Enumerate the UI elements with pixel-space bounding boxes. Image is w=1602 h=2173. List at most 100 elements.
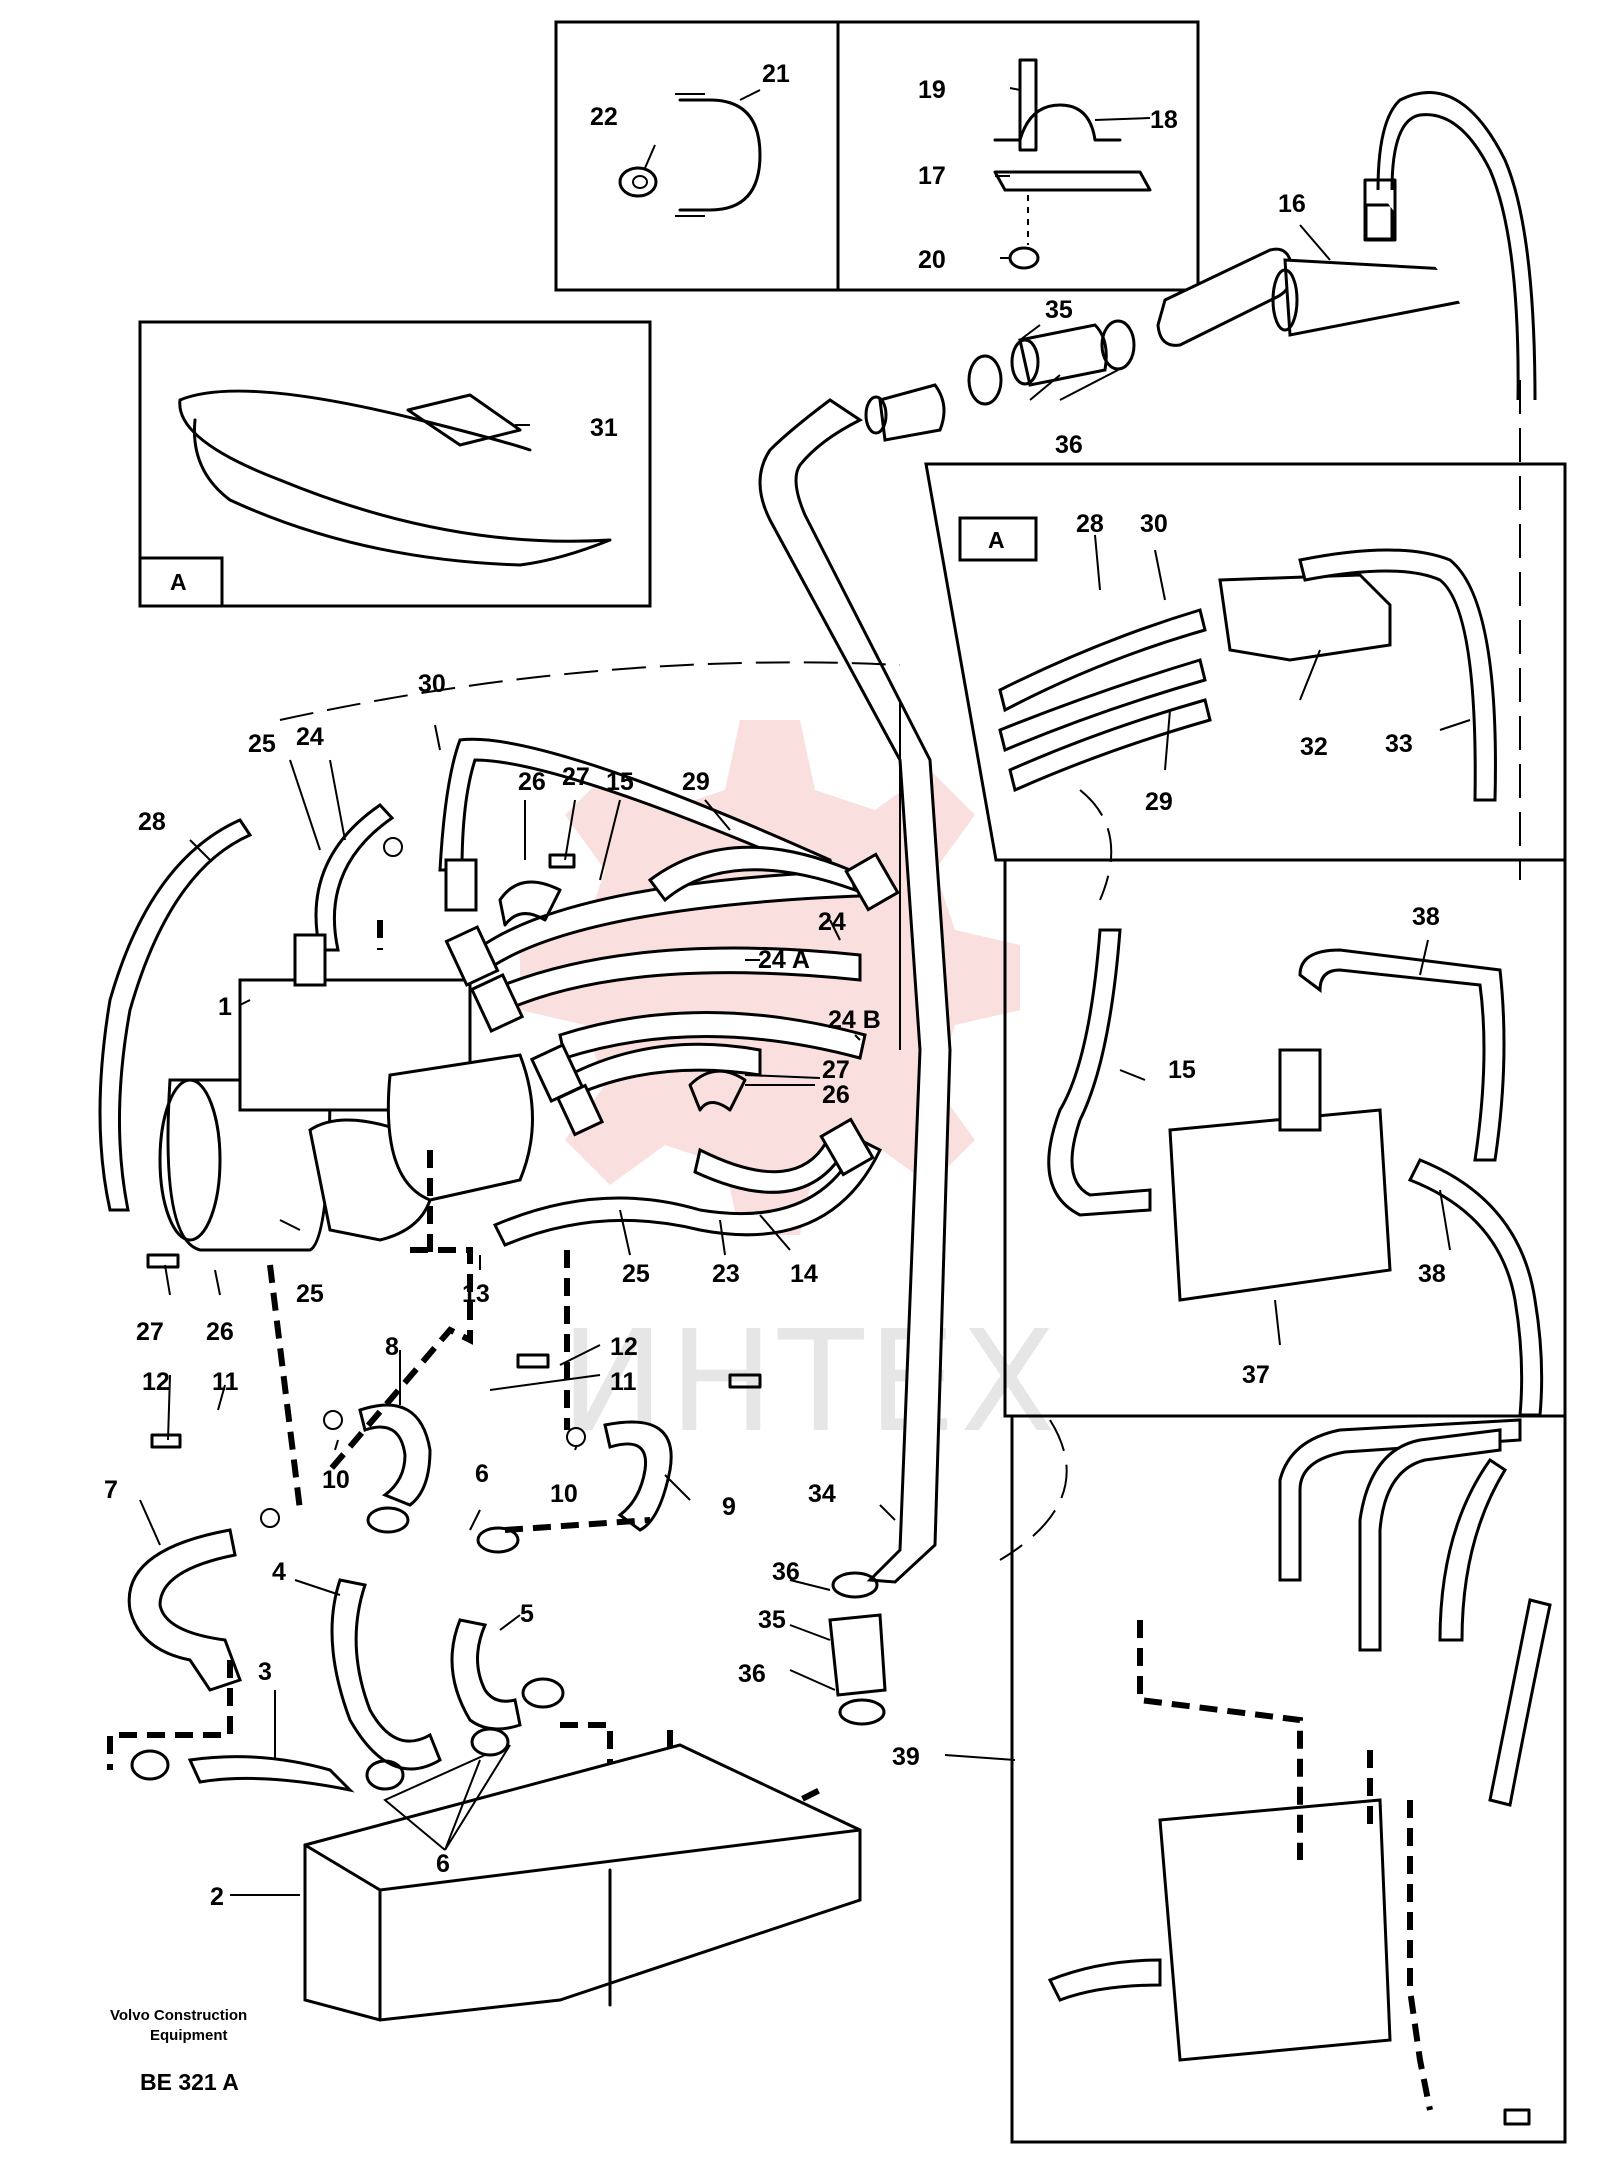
caption: Volvo Construction Equipment BE 321 A (110, 2007, 247, 2095)
inset-top (554, 20, 1200, 292)
label-29-left: 29 (682, 768, 710, 796)
label-9: 9 (722, 1493, 736, 1521)
label-35-top: 35 (1045, 296, 1073, 324)
label-14: 14 (790, 1260, 818, 1288)
label-24-a: 24 (296, 723, 324, 751)
label-39: 39 (892, 1743, 920, 1771)
inset-a: A (138, 320, 652, 608)
label-12-a: 12 (142, 1368, 170, 1396)
label-5: 5 (520, 1600, 534, 1628)
label-30-right: 30 (1140, 510, 1168, 538)
label-38-b: 38 (1418, 1260, 1446, 1288)
label-6-b: 6 (436, 1850, 450, 1878)
label-1: 1 (218, 993, 232, 1021)
label-10-a: 10 (322, 1466, 350, 1494)
label-16: 16 (1278, 190, 1306, 218)
nut-icon (618, 166, 658, 198)
label-26-c: 26 (206, 1318, 234, 1346)
label-32: 32 (1300, 733, 1328, 761)
label-4: 4 (272, 1558, 286, 1586)
bolt-icon (1018, 58, 1038, 152)
label-27-c: 27 (136, 1318, 164, 1346)
label-38-a: 38 (1412, 903, 1440, 931)
nut-icon-2 (1008, 246, 1040, 270)
label-36-low: 36 (738, 1660, 766, 1688)
label-2: 2 (210, 1883, 224, 1911)
ghost-outlines (279, 380, 1521, 1561)
label-11-b: 11 (610, 1368, 637, 1396)
valve-group-32 (998, 548, 1497, 802)
drawing-code: BE 321 A (140, 2069, 239, 2095)
label-22: 22 (590, 103, 618, 131)
pipe-34 (758, 395, 952, 1584)
label-17: 17 (918, 162, 946, 190)
publisher-line-1: Volvo Construction (110, 2007, 247, 2024)
label-6-a: 6 (475, 1460, 489, 1488)
label-35-mid: 35 (758, 1606, 786, 1634)
label-28-right: 28 (1076, 510, 1104, 538)
label-27-b: 27 (822, 1056, 850, 1084)
watermark-gear-icon (520, 720, 1020, 1235)
label-36-top: 36 (1055, 431, 1083, 459)
label-24A: 24 A (758, 946, 810, 974)
label-8: 8 (385, 1333, 399, 1361)
hose-assembly-left (98, 700, 901, 1252)
label-15-b: 15 (1168, 1056, 1196, 1084)
sleeve-set (878, 319, 1136, 442)
strap-buckle-icon (406, 393, 522, 447)
label-18: 18 (1150, 106, 1178, 134)
label-30-left: 30 (418, 670, 446, 698)
label-25-a: 25 (248, 730, 276, 758)
label-26-b: 26 (822, 1081, 850, 1109)
label-27-a: 27 (562, 763, 590, 791)
tube-16 (1156, 91, 1537, 401)
label-37: 37 (1242, 1361, 1270, 1389)
plate-icon (993, 170, 1152, 192)
inset-top-frame (554, 20, 1200, 292)
label-11-a: 11 (212, 1368, 239, 1396)
control-valve-39-icon (1158, 1798, 1392, 2062)
valve-group-37 (1047, 928, 1544, 1417)
label-10-b: 10 (550, 1480, 578, 1508)
detail-a-tag-text: A (988, 527, 1005, 553)
label-12-b: 12 (610, 1333, 638, 1361)
label-19: 19 (918, 76, 946, 104)
inset-a-tag-text: A (170, 569, 187, 595)
label-24-b: 24 (818, 908, 846, 936)
label-28-left: 28 (138, 808, 166, 836)
label-23: 23 (712, 1260, 740, 1288)
part-labels: 21 22 19 18 17 20 16 35 36 31 28 30 32 3… (104, 60, 1446, 1911)
right-frame: A (924, 462, 1567, 2144)
valve-block-37-icon (1168, 1108, 1392, 1302)
label-26-a: 26 (518, 768, 546, 796)
label-25-b: 25 (296, 1280, 324, 1308)
detail-a-tag (958, 516, 1038, 562)
label-13: 13 (462, 1280, 490, 1308)
inset-a-tag (138, 556, 224, 608)
tank (303, 1743, 862, 2022)
label-34: 34 (808, 1480, 836, 1508)
label-20: 20 (918, 246, 946, 274)
label-29-right: 29 (1145, 788, 1173, 816)
label-25-c: 25 (622, 1260, 650, 1288)
publisher-line-2: Equipment (150, 2027, 228, 2044)
label-7: 7 (104, 1476, 118, 1504)
valve-group-39 (1047, 1418, 1552, 2111)
strap-icon (178, 389, 612, 567)
label-21: 21 (762, 60, 790, 88)
inset-a-frame (138, 320, 652, 608)
label-24B: 24 B (828, 1006, 881, 1034)
watermark: ИНТЕХ (520, 720, 1056, 1464)
label-33: 33 (1385, 730, 1413, 758)
u-bolt-icon (678, 98, 762, 212)
label-3: 3 (258, 1658, 272, 1686)
valve-block-32-icon (1218, 573, 1392, 662)
tank-icon (303, 1743, 862, 2022)
label-36-mid: 36 (772, 1558, 800, 1586)
clamp-icon (993, 103, 1122, 142)
label-15-a: 15 (606, 768, 634, 796)
leader-lines (139, 87, 1471, 1896)
label-31: 31 (590, 414, 618, 442)
